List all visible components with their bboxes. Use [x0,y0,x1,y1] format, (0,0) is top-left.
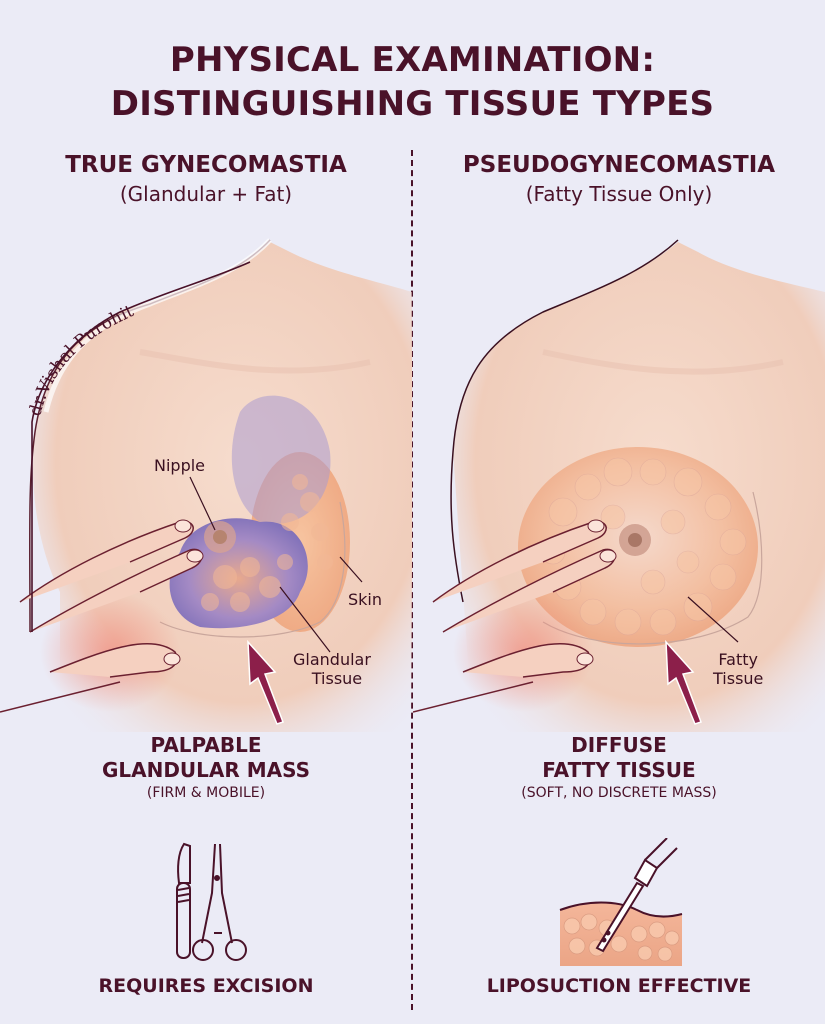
right-column-header: PSEUDOGYNECOMASTIA (Fatty Tissue Only) [413,150,825,208]
left-finding-note: (FIRM & MOBILE) [146,785,266,801]
surgical-tools-icon [170,838,260,972]
skin-label: Skin [348,590,383,609]
cannula-icon [595,837,678,953]
arrow-icon [247,639,284,725]
left-finding-line1: PALPABLE [150,733,262,757]
torso-gland-illustration: dr.Vishal Purohit [0,238,413,732]
nipple-label: Nipple [154,456,206,475]
scalpel-icon [176,842,191,959]
left-outcome: REQUIRES EXCISION [98,975,314,997]
pseudogynecomastia-illustration: Fatty Tissue [412,232,825,732]
right-finding: DIFFUSE FATTY TISSUE (SOFT, NO DISCRETE … [413,733,825,803]
column-divider [411,150,413,1010]
fatty-tissue-label: Fatty Tissue [713,650,764,688]
left-finding: PALPABLE GLANDULAR MASS (FIRM & MOBILE) [0,733,412,803]
right-finding-note: (SOFT, NO DISCRETE MASS) [521,785,717,801]
glandular-tissue-label: Glandular Tissue [293,650,371,688]
liposuction-icon [557,837,697,972]
left-subheading: (Glandular + Fat) [119,182,293,206]
torso-fat-illustration [412,239,825,732]
right-finding-line1: DIFFUSE [571,733,667,757]
left-finding-line2: GLANDULAR MASS [101,758,311,782]
title-line-1: PHYSICAL EXAMINATION: [169,40,656,80]
left-heading: TRUE GYNECOMASTIA [65,152,347,178]
right-outcome: LIPOSUCTION EFFECTIVE [486,975,752,997]
left-column-header: TRUE GYNECOMASTIA (Glandular + Fat) [0,150,412,208]
right-subheading: (Fatty Tissue Only) [525,182,713,206]
true-gynecomastia-illustration: dr.Vishal Purohit Nipple Skin Glandular … [0,232,413,732]
hemostat-icon [192,843,247,961]
arrow-icon [665,639,702,725]
page-title: PHYSICAL EXAMINATION: DISTINGUISHING TIS… [0,38,825,126]
right-finding-line2: FATTY TISSUE [542,758,696,782]
title-line-2: DISTINGUISHING TISSUE TYPES [110,84,715,124]
right-heading: PSEUDOGYNECOMASTIA [462,152,776,178]
